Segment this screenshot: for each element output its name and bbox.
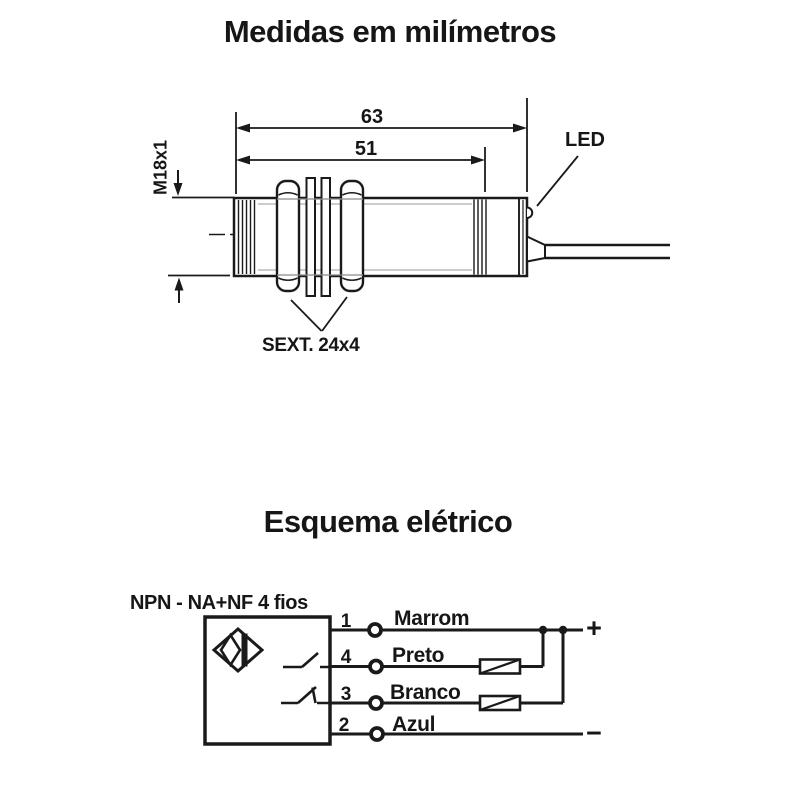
page-title: Medidas em milímetros [223,14,557,49]
wire-label-azul: Azul [392,713,436,736]
dim-63-label: 63 [360,106,384,128]
extension-lines [235,98,528,194]
pin-number-1: 1 [340,611,352,632]
hex-nut [275,179,301,293]
housing-seam [473,199,487,275]
pin-number-2: 2 [338,715,350,736]
schematic-title: Esquema elétrico [263,504,513,539]
wire-label-branco: Branco [390,681,461,704]
hex-leader-lines [290,296,348,332]
load-resistor [478,694,522,712]
wire-label-marrom: Marrom [394,607,470,630]
pin-number-3: 3 [340,684,352,705]
minus-terminal-label: − [586,718,602,748]
junction-dot [538,625,568,635]
barrel-edge-through-nuts [277,198,363,276]
terminal-circle [367,622,385,742]
led-leader-line [536,155,579,207]
load-resistor [478,658,522,675]
wire-preto [330,630,545,668]
dim-51-label: 51 [354,138,378,160]
hex-nut-size-label: SEXT. 24x4 [262,335,360,356]
nf-contact-icon [281,686,330,705]
cable [545,243,670,260]
led-indicator-bump [526,206,534,219]
thread-hatching [237,200,256,274]
wiring-schematic [203,615,583,746]
sensor-box [203,615,332,746]
dimension-drawing [168,98,670,332]
m18-dimension-arrows [168,170,234,303]
plus-terminal-label: + [586,613,602,643]
dimension-line-51 [236,155,485,165]
schematic-type-label: NPN - NA+NF 4 fios [130,592,308,614]
cable-cone [526,234,546,263]
proximity-sensor-icon [211,627,265,673]
pin-number-4: 4 [340,647,352,668]
washer [320,177,331,297]
dimension-line-63 [236,123,527,133]
hex-nut [339,179,365,293]
wire-branco [330,630,565,705]
led-label: LED [565,129,605,151]
wire-label-preto: Preto [392,644,445,667]
washer [305,177,316,297]
thread-size-label: M18x1 [150,139,171,196]
na-contact-icon [283,652,330,669]
